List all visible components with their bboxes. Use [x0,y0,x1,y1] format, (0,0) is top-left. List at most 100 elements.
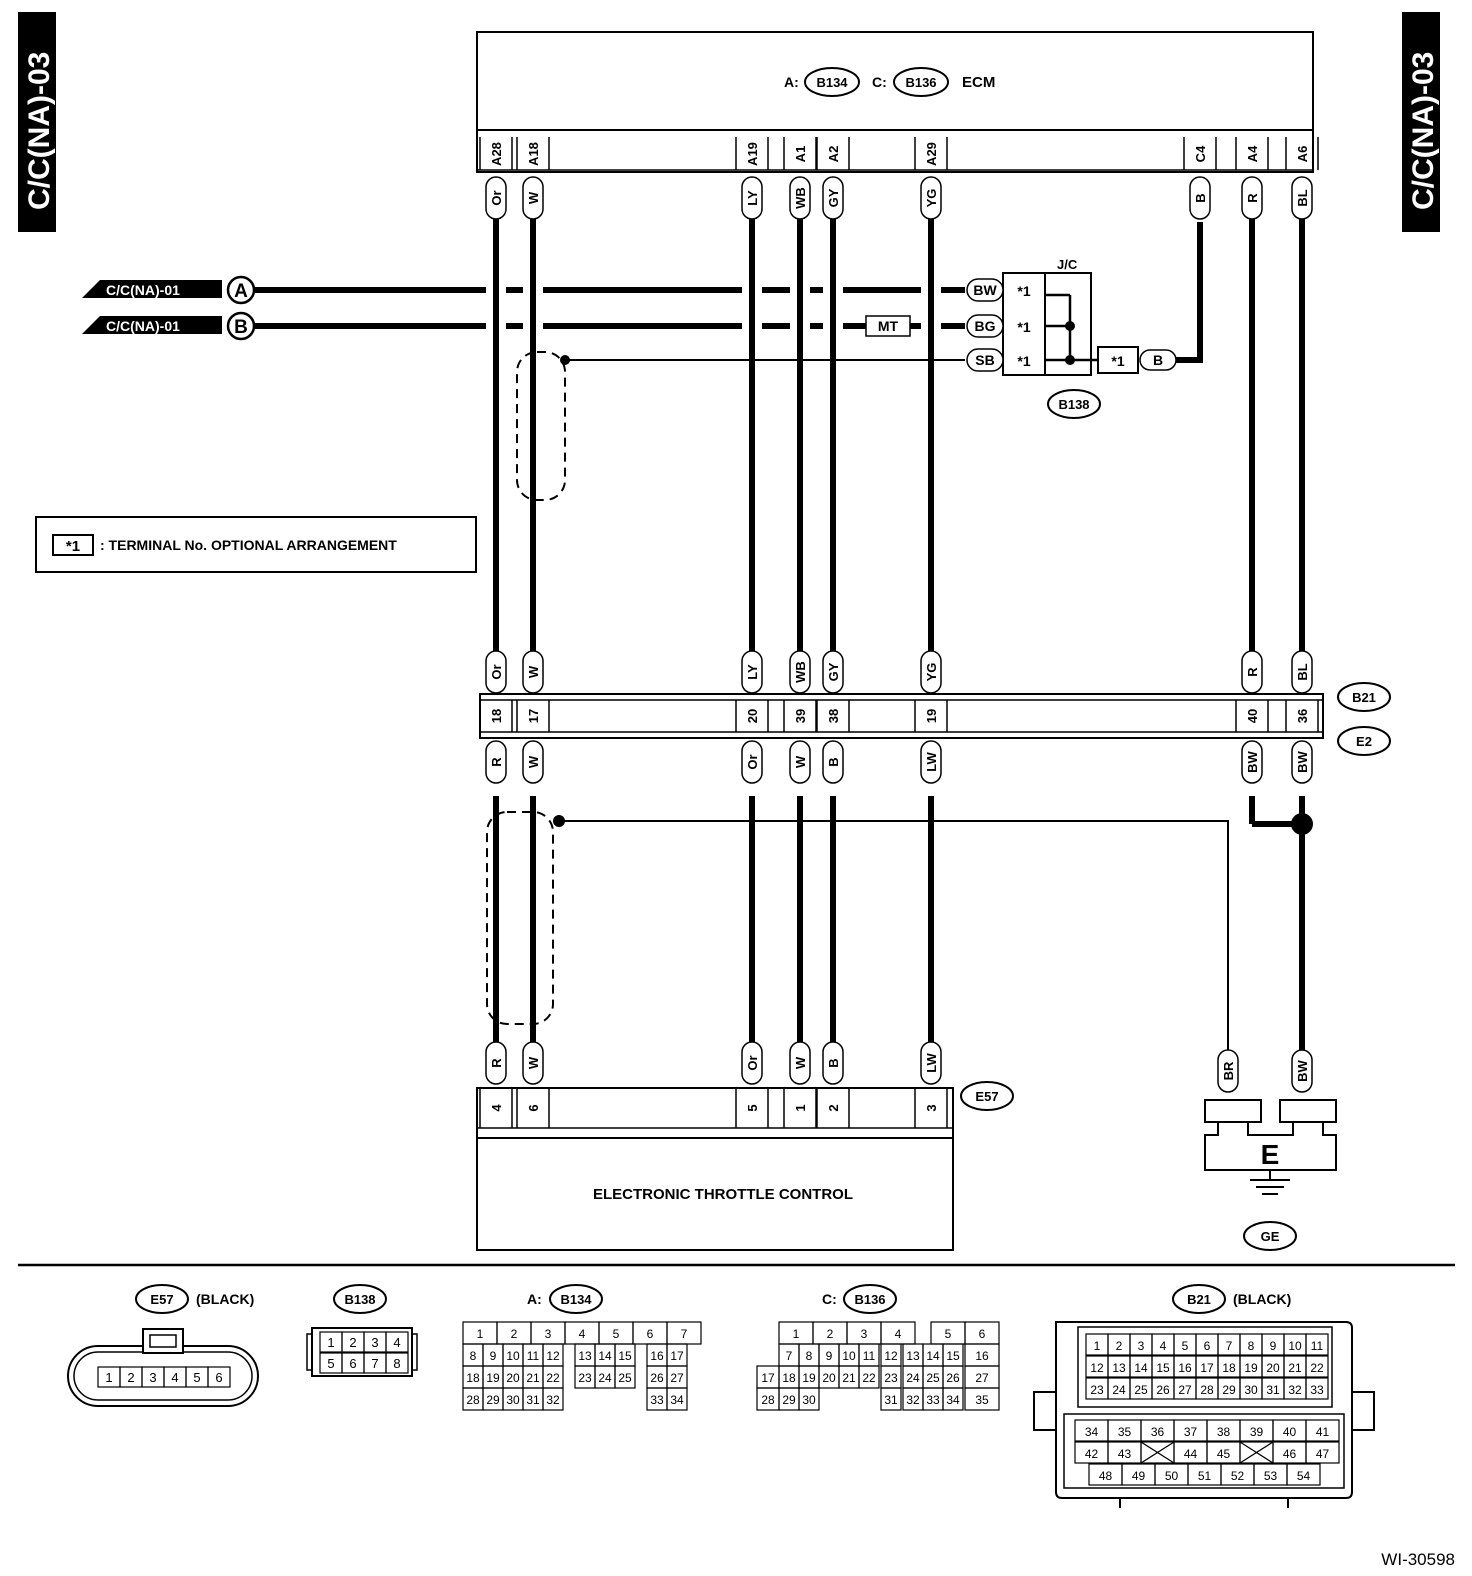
side-tab-left-label: C/C(NA)-03 [23,52,56,210]
b136-view-pin: 5 [945,1327,952,1341]
b134-view-cell [666,1387,688,1411]
b21-view-pin: 48 [1099,1469,1113,1483]
b21-pin-label: 18 [489,709,504,723]
ecm-wire-color: B [1193,193,1208,202]
ground-wire-color: BR [1221,1061,1236,1080]
e2-wire-color: W [793,755,808,768]
b21-wire-color-pill [741,650,763,694]
joint-connector: J/C *1 B B138 BW*1BG*1SB*1 MT [865,222,1203,419]
b136-view-pin: 27 [975,1371,989,1385]
b21-view-pin: 25 [1134,1383,1148,1397]
b21-view-pin: 1 [1094,1339,1101,1353]
b136-view-pin: 6 [979,1327,986,1341]
ecm-pin-label: A4 [1245,145,1260,162]
ecm-pin-label: A29 [924,142,939,166]
jc-wire-color: BW [973,282,997,298]
jc-right-wire-color: B [1153,352,1163,368]
b21-view-pin: 12 [1090,1361,1104,1375]
jc-star-label: *1 [1017,319,1030,335]
b138-view-pin: 7 [371,1356,378,1371]
e57-wire-color-pill [789,1041,811,1085]
view-b136-name: B136 [854,1292,885,1307]
ground-wire-color-pill [1291,1049,1313,1093]
b21-view-cell [1305,1377,1329,1400]
b21-view-pin: 40 [1283,1425,1297,1439]
b21-view-pin: 54 [1297,1469,1311,1483]
e57-view-pin: 2 [127,1370,134,1385]
b21-view-pin: 41 [1316,1425,1330,1439]
b136-view-pin: 35 [975,1393,989,1407]
b136-view-pin: 31 [884,1393,898,1407]
ecm-pin-label: A28 [489,142,504,166]
b138-view-pin: 8 [393,1356,400,1371]
e57-wire-color: LW [924,1053,939,1073]
b136-view-pin: 28 [761,1393,775,1407]
figure-id: WI-30598 [1381,1550,1455,1569]
b134-view-pin: 6 [647,1327,654,1341]
e57-view-pin: 4 [171,1370,178,1385]
b21-view-pin: 20 [1266,1361,1280,1375]
b21-view-pin: 19 [1244,1361,1258,1375]
b21-view-pin: 6 [1204,1339,1211,1353]
b21-pin-label: 39 [793,709,808,723]
b21-view-pin: 43 [1118,1447,1132,1461]
ground-splice-dot [1291,813,1313,835]
e2-wire-color-pill [485,740,507,784]
e57-view-pin-cell [207,1366,231,1388]
jc-wire-pill [966,278,1004,302]
b21-wire-color-pill [1291,650,1313,694]
b21-view-pin: 26 [1156,1383,1170,1397]
b136-view-pin: 2 [827,1327,834,1341]
ground-letter: E [1261,1139,1280,1170]
mt-label: MT [878,318,899,334]
b21-view-pin: 29 [1222,1383,1236,1397]
ecm-c-connector: B136 [905,75,936,90]
e57-wire-color: W [793,1056,808,1069]
b21-view-pin: 42 [1085,1447,1099,1461]
b134-view-pin: 15 [618,1349,632,1363]
e2-wire-color-pill [1241,740,1263,784]
b136-view-cell [964,1387,1000,1411]
jc-wire-color: SB [975,352,994,368]
b21-view-pin: 28 [1200,1383,1214,1397]
e57-wire-color: R [489,1058,504,1068]
b21-view-pin: 50 [1165,1469,1179,1483]
jc-terminal-rows: BW*1BG*1SB*1 [966,278,1031,372]
ground-wire-color-pill [1217,1049,1239,1093]
e57-label: E57 [975,1089,998,1104]
b134-view-pin: 25 [618,1371,632,1385]
b21-view-pin: 38 [1217,1425,1231,1439]
e2-wire-color-pill [1291,740,1313,784]
b21-view-pin: 34 [1085,1425,1099,1439]
b21-pin-label: 17 [526,709,541,723]
b21-view-pin: 13 [1112,1361,1126,1375]
b21-wire-color: BL [1295,663,1310,680]
e2-wire-color: BW [1295,750,1310,772]
b136-view-pin: 29 [782,1393,796,1407]
b21-wire-color: W [526,665,541,678]
b134-view-pin: 27 [670,1371,684,1385]
b21-wire-color: LY [745,664,760,680]
b21-view-pin: 32 [1288,1383,1302,1397]
b21-view-pin: 33 [1310,1383,1324,1397]
b134-view-pin: 29 [486,1393,500,1407]
b134-view-pin: 11 [527,1349,540,1363]
b21-view-lower-frame [1063,1413,1345,1489]
b134-view-pin: 18 [466,1371,480,1385]
b138-view-pin: 2 [349,1335,356,1350]
b21-wire-color: WB [793,661,808,683]
b136-view-pin: 12 [884,1349,898,1363]
b21-view-pin: 44 [1184,1447,1198,1461]
b136-view-pin: 19 [802,1371,816,1385]
ecm-wire-color: WB [793,187,808,209]
b21-wire-color: YG [924,663,939,682]
b136-view-cell [942,1387,964,1411]
view-e57-name: E57 [150,1292,173,1307]
e2-wire-color-pill [522,740,544,784]
b136-view-pin: 18 [782,1371,796,1385]
offpage-ref-a-text: C/C(NA)-01 [106,282,180,298]
b134-view-pin: 28 [466,1393,480,1407]
